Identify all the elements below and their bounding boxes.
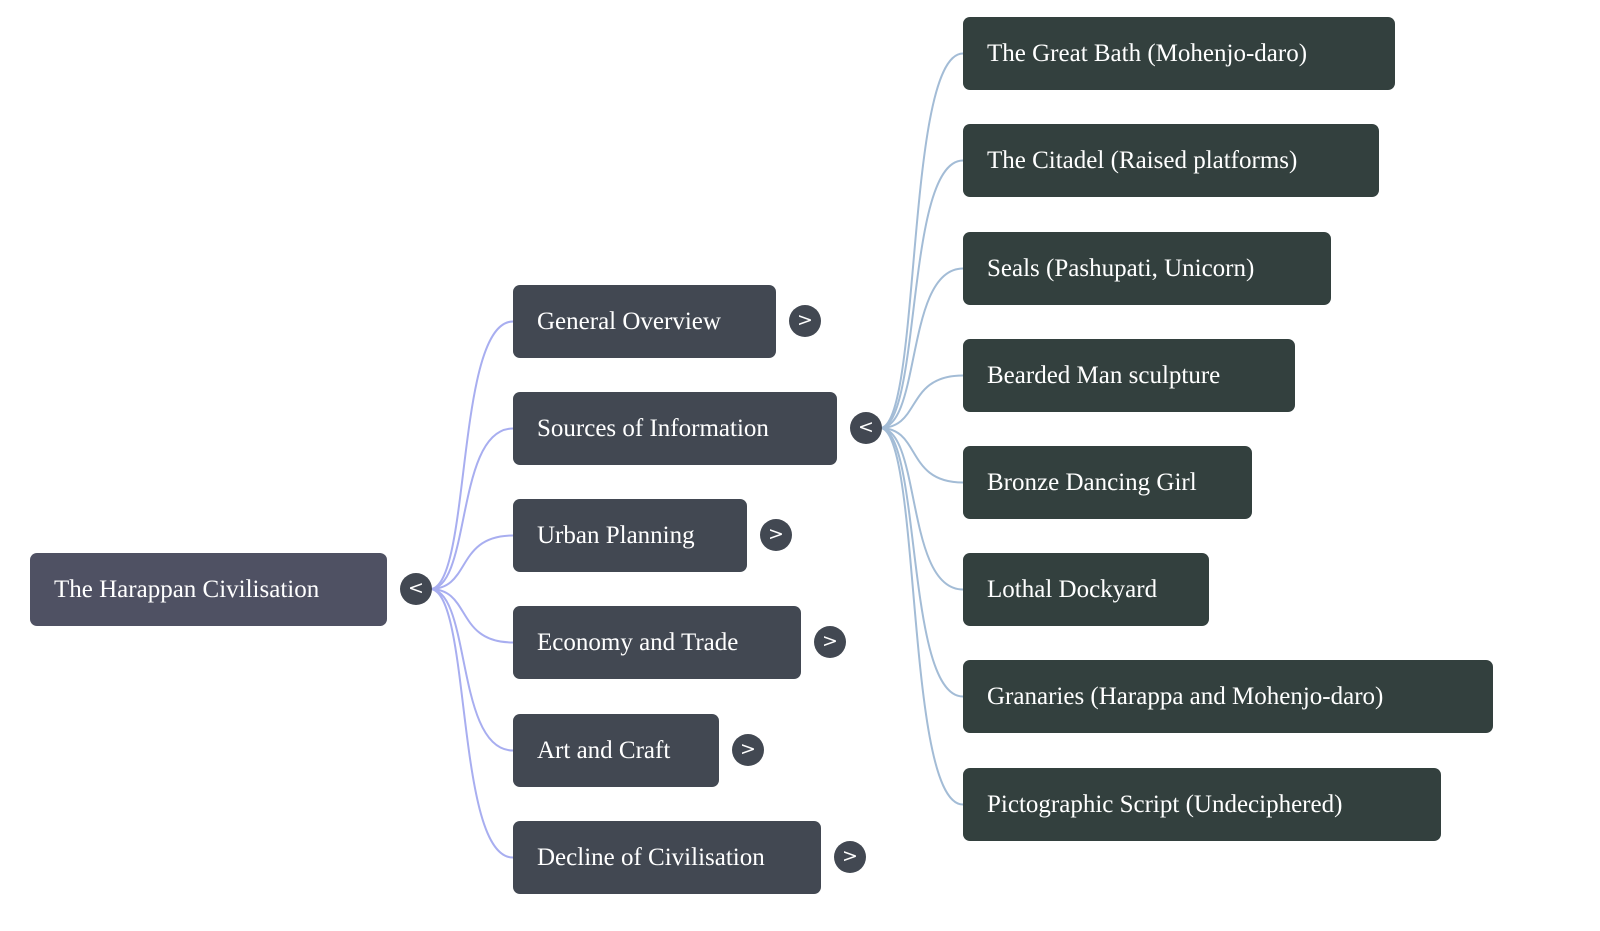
expand-toggle-general-overview[interactable]: > [789, 305, 821, 337]
leaf-granaries[interactable]: Granaries (Harappa and Mohenjo-daro) [963, 660, 1493, 733]
expand-toggle-economy-and-trade[interactable]: > [814, 626, 846, 658]
branch-economy-and-trade[interactable]: Economy and Trade [513, 606, 801, 679]
sources-leaf-link [879, 267, 964, 429]
sources-leaf-link [879, 159, 964, 429]
sources-leaf-link [879, 374, 964, 429]
leaf-seals[interactable]: Seals (Pashupati, Unicorn) [963, 232, 1331, 305]
leaf-lothal-dockyard[interactable]: Lothal Dockyard [963, 553, 1209, 626]
leaf-bronze-dancing-girl[interactable]: Bronze Dancing Girl [963, 446, 1252, 519]
root-branch-link [429, 320, 514, 590]
root-branch-link [429, 588, 514, 644]
root-branch-link [429, 427, 514, 590]
expand-toggle-decline-of-civilisation[interactable]: > [834, 841, 866, 873]
sources-leaf-link [879, 52, 964, 429]
branch-urban-planning[interactable]: Urban Planning [513, 499, 747, 572]
root-node[interactable]: The Harappan Civilisation [30, 553, 387, 626]
root-branch-link [429, 588, 514, 859]
sources-leaf-link [879, 427, 964, 698]
expand-toggle-urban-planning[interactable]: > [760, 519, 792, 551]
sources-leaf-link [879, 427, 964, 806]
branch-art-and-craft[interactable]: Art and Craft [513, 714, 719, 787]
sources-leaf-link [879, 427, 964, 591]
branch-sources-of-information[interactable]: Sources of Information [513, 392, 837, 465]
collapse-toggle-root[interactable]: < [400, 573, 432, 605]
leaf-citadel[interactable]: The Citadel (Raised platforms) [963, 124, 1379, 197]
sources-leaf-link [879, 427, 964, 484]
collapse-toggle-sources-of-information[interactable]: < [850, 412, 882, 444]
expand-toggle-art-and-craft[interactable]: > [732, 734, 764, 766]
leaf-pictographic-script[interactable]: Pictographic Script (Undeciphered) [963, 768, 1441, 841]
branch-decline-of-civilisation[interactable]: Decline of Civilisation [513, 821, 821, 894]
branch-general-overview[interactable]: General Overview [513, 285, 776, 358]
leaf-bearded-man[interactable]: Bearded Man sculpture [963, 339, 1295, 412]
leaf-great-bath[interactable]: The Great Bath (Mohenjo-daro) [963, 17, 1395, 90]
root-branch-link [429, 534, 514, 590]
root-branch-link [429, 588, 514, 752]
